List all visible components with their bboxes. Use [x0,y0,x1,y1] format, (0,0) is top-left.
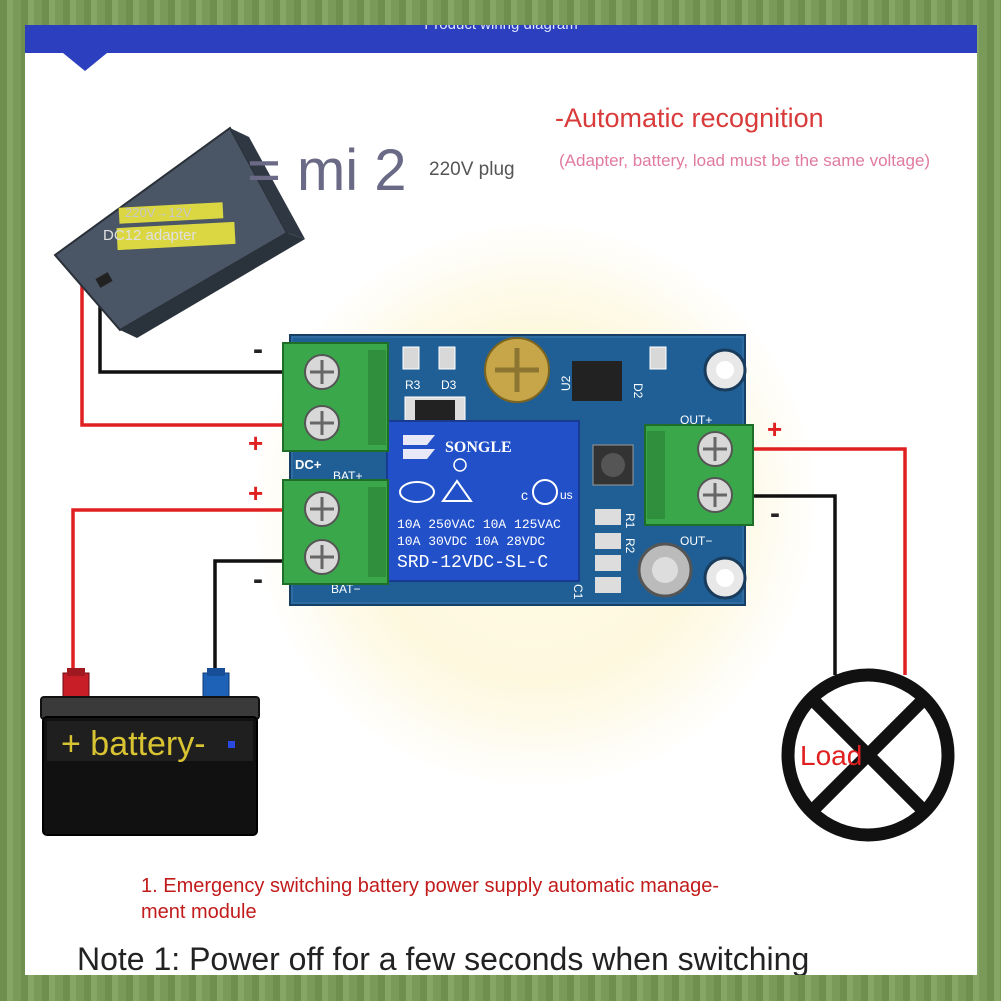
header-bar: Product wiring diagram [25,25,977,53]
feature-note: (Adapter, battery, load must be the same… [559,151,931,170]
adapter-positive-wire [80,280,325,427]
adapter-negative-wire [98,300,325,374]
wiring-diagram: 220V→12V DC12 adapter [40,126,955,842]
load-icon: Load [781,668,955,842]
adapter-label-2: DC12 adapter [103,227,196,244]
battery-plus-sign: + [248,478,264,508]
description-line-1: 1. Emergency switching battery power sup… [141,875,720,897]
silkscreen-d2: D2 [631,383,645,399]
relay-brand: SONGLE [445,439,512,456]
overlay-text: = mi 2 [247,138,407,203]
silkscreen-r1: R1 [623,513,637,529]
silkscreen-c1: C1 [571,584,585,600]
terminal-battery [282,479,389,585]
header-notch [63,53,107,71]
silkscreen-r2: R2 [623,538,637,554]
switching-note: Note 1: Power off for a few seconds when… [77,941,810,975]
relay-model: SRD-12VDC-SL-C [397,553,548,573]
output-negative-wire [715,494,837,675]
feature-title: -Automatic recognition [555,103,824,133]
battery-minus-sign: - [253,563,263,596]
svg-text:c: c [521,487,528,503]
silkscreen-u2: U2 [559,375,573,391]
battery-label: + battery- [61,725,206,763]
module-description: 1. Emergency switching battery power sup… [141,873,719,925]
silkscreen-d3: D3 [441,378,457,392]
terminal-dc-input [282,342,389,452]
svg-text:us: us [560,488,573,502]
label-dc-plus: DC+ [295,457,322,472]
terminal-output [644,424,754,526]
label-out-minus: OUT− [680,534,712,548]
battery-icon: + battery- [40,668,260,836]
battery-positive-wire [71,508,325,685]
header-title: Product wiring diagram [25,25,977,33]
adapter-label-1: 220V→12V [125,205,192,220]
diagram-card: Product wiring diagram -Automatic recogn… [25,25,977,975]
load-label: Load [800,740,862,771]
output-positive-wire [715,447,907,675]
output-plus-sign: + [767,414,783,444]
label-bat-minus: BAT− [331,582,360,596]
relay-rating-2: 10A 30VDC 10A 28VDC [397,534,545,549]
adapter-plus-sign: + [248,428,264,458]
label-out-plus: OUT+ [680,413,712,427]
output-minus-sign: - [770,497,780,530]
relay-rating-1: 10A 250VAC 10A 125VAC [397,517,561,532]
plug-label: 220V plug [429,159,515,180]
description-line-2: ment module [141,901,257,923]
adapter-icon: 220V→12V DC12 adapter [53,126,305,338]
adapter-minus-sign: - [253,333,263,366]
silkscreen-r3: R3 [405,378,421,392]
